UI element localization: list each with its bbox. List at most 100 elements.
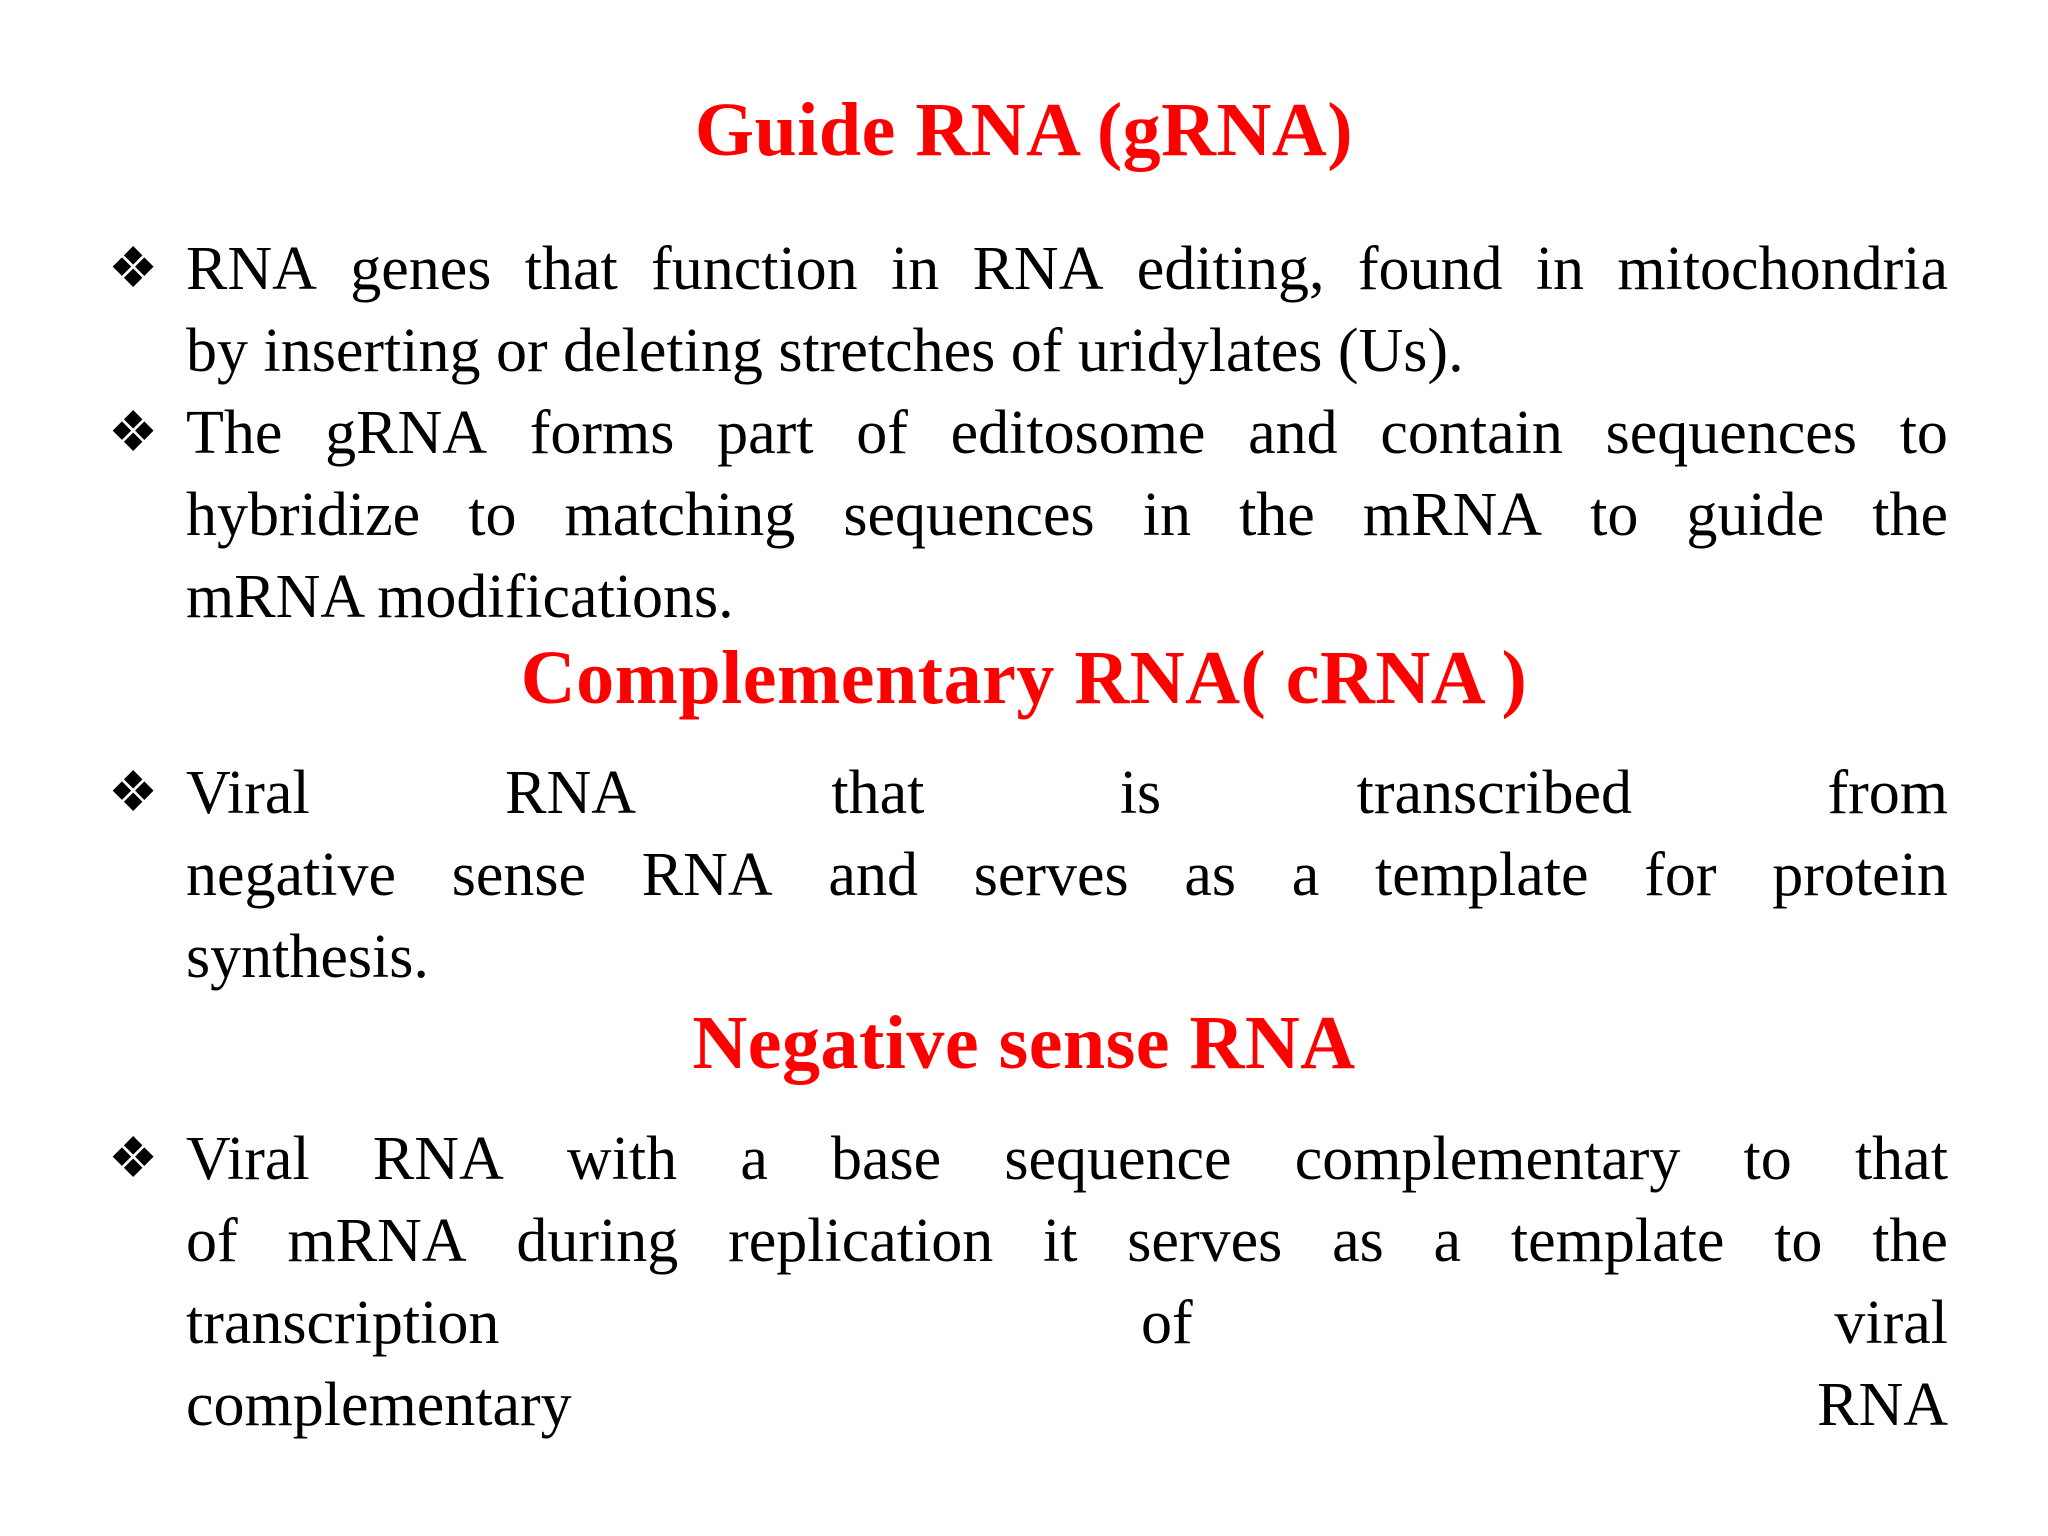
word: RNA xyxy=(972,235,1104,303)
word: transcribed xyxy=(1356,759,1633,827)
bullet-diamond-icon: ❖ xyxy=(108,402,159,464)
word: with xyxy=(566,1125,678,1193)
word: function xyxy=(651,235,858,303)
justified-line: complementary RNA xyxy=(186,1364,1948,1446)
word: to xyxy=(1899,399,1948,467)
word: editing, xyxy=(1136,235,1325,303)
word: and xyxy=(828,841,918,909)
word: the xyxy=(1239,481,1315,549)
word: forms xyxy=(529,399,675,467)
word: of xyxy=(1141,1289,1193,1357)
word: that xyxy=(1854,1125,1948,1193)
word: as xyxy=(1332,1207,1384,1275)
justified-line: hybridize to matching sequences in the m… xyxy=(186,474,1948,556)
word: negative xyxy=(186,841,397,909)
bullet-line: hybridize to matching sequences in the m… xyxy=(186,474,1948,556)
justified-line: negative sense RNA and serves as a templ… xyxy=(186,834,1948,916)
justified-line: Viral RNA that is transcribed from xyxy=(186,752,1948,834)
word: in xyxy=(1142,481,1191,549)
bullet-line: synthesis. xyxy=(186,923,429,991)
section-heading-complementary-rna: Complementary RNA( cRNA ) xyxy=(520,636,1528,720)
bullet-item-grna-definition: ❖ RNA genes that function in RNA editing… xyxy=(100,228,1948,392)
word: base xyxy=(831,1125,942,1193)
justified-line: Viral RNA with a base sequence complemen… xyxy=(186,1118,1948,1200)
word: template xyxy=(1375,841,1589,909)
word: replication xyxy=(728,1207,994,1275)
word: matching xyxy=(564,481,796,549)
word: genes xyxy=(350,235,492,303)
bullet-line: Viral RNA that is transcribed from xyxy=(186,752,1948,834)
word: editosome xyxy=(950,399,1206,467)
section-heading-guide-rna: Guide RNA (gRNA) xyxy=(694,88,1354,172)
word: it xyxy=(1043,1207,1078,1275)
bullet-diamond-icon: ❖ xyxy=(108,1128,159,1190)
justified-line: The gRNA forms part of editosome and con… xyxy=(186,392,1948,474)
justified-line: transcription of viral xyxy=(186,1282,1948,1364)
word: sense xyxy=(451,841,587,909)
bullet-item-grna-editosome: ❖ The gRNA forms part of editosome and c… xyxy=(100,392,1948,638)
word: RNA xyxy=(1817,1371,1948,1439)
word: complementary xyxy=(1294,1125,1681,1193)
section-heading-negative-sense-rna: Negative sense RNA xyxy=(692,1001,1356,1085)
word: sequences xyxy=(1605,399,1857,467)
bullet-item-negative-sense-definition: ❖ Viral RNA with a base sequence complem… xyxy=(100,1118,1948,1446)
word: to xyxy=(1774,1207,1823,1275)
bullet-line: RNA genes that function in RNA editing, … xyxy=(186,228,1948,310)
word: in xyxy=(1535,235,1585,303)
word: protein xyxy=(1772,841,1948,909)
word: the xyxy=(1872,481,1948,549)
bullet-line: transcription of viral xyxy=(186,1282,1948,1364)
word: of xyxy=(186,1207,238,1275)
word: serves xyxy=(1127,1207,1283,1275)
bullet-line: by inserting or deleting stretches of ur… xyxy=(186,317,1464,385)
bullet-line: The gRNA forms part of editosome and con… xyxy=(186,392,1948,474)
word: RNA xyxy=(641,841,773,909)
word: RNA xyxy=(372,1125,504,1193)
word: complementary xyxy=(186,1371,572,1439)
word: during xyxy=(516,1207,679,1275)
justified-line: of mRNA during replication it serves as … xyxy=(186,1200,1948,1282)
bullet-line: mRNA modifications. xyxy=(186,563,734,631)
word: mRNA xyxy=(287,1207,467,1275)
word: is xyxy=(1119,759,1162,827)
word: a xyxy=(740,1125,768,1193)
word: transcription xyxy=(186,1289,500,1357)
word: Viral xyxy=(186,1125,310,1193)
bullet-line: complementary RNA xyxy=(186,1364,1948,1446)
bullet-line: of mRNA during replication it serves as … xyxy=(186,1200,1948,1282)
word: to xyxy=(1590,481,1639,549)
word: as xyxy=(1184,841,1237,909)
bullet-diamond-icon: ❖ xyxy=(108,238,159,300)
word: template xyxy=(1510,1207,1725,1275)
word: a xyxy=(1433,1207,1462,1275)
word: and xyxy=(1248,399,1338,467)
word: that xyxy=(831,759,925,827)
word: part xyxy=(717,399,814,467)
word: of xyxy=(856,399,908,467)
word: mitochondria xyxy=(1617,235,1948,303)
word: contain xyxy=(1380,399,1563,467)
word: sequences xyxy=(843,481,1095,549)
word: serves xyxy=(973,841,1129,909)
bullet-line: negative sense RNA and serves as a templ… xyxy=(186,834,1948,916)
word: the xyxy=(1872,1207,1948,1275)
bullet-diamond-icon: ❖ xyxy=(108,762,159,824)
word: sequence xyxy=(1004,1125,1232,1193)
word: gRNA xyxy=(325,399,488,467)
bullet-item-crna-definition: ❖ Viral RNA that is transcribed from neg… xyxy=(100,752,1948,998)
word: viral xyxy=(1834,1289,1948,1357)
word: hybridize xyxy=(186,481,421,549)
word: RNA xyxy=(505,759,636,827)
word: to xyxy=(1743,1125,1792,1193)
justified-line: RNA genes that function in RNA editing, … xyxy=(186,228,1948,310)
word: mRNA xyxy=(1362,481,1543,549)
bullet-line: Viral RNA with a base sequence complemen… xyxy=(186,1118,1948,1200)
word: a xyxy=(1291,841,1320,909)
word: Viral xyxy=(186,759,310,827)
word: that xyxy=(524,235,618,303)
word: from xyxy=(1827,759,1948,827)
word: RNA xyxy=(186,235,317,303)
word: in xyxy=(891,235,940,303)
word: to xyxy=(468,481,517,549)
